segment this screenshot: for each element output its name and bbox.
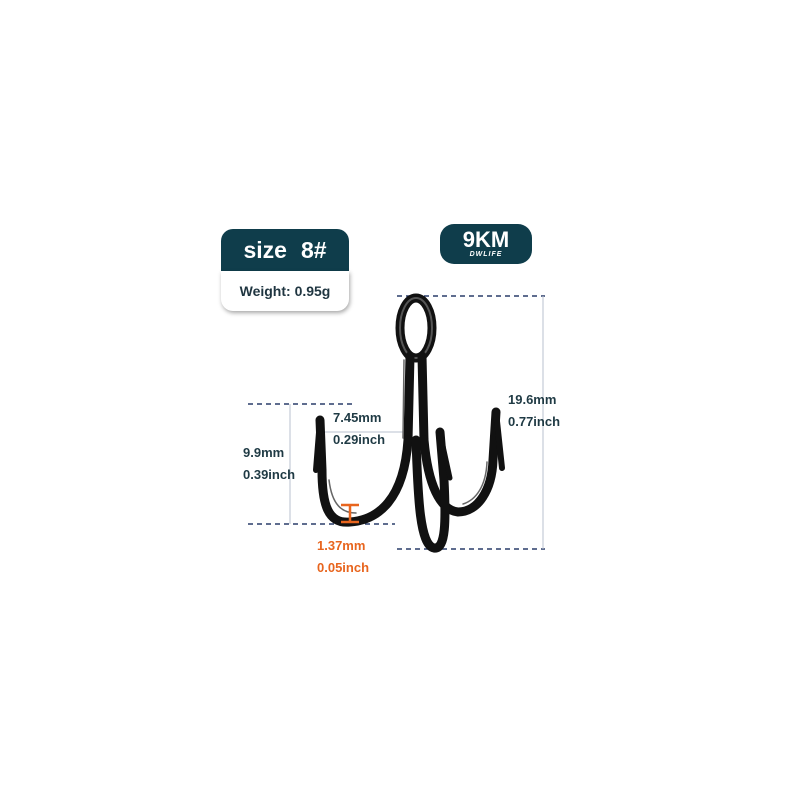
length-mm: 19.6mm <box>508 392 557 407</box>
gap-dimension: 7.45mm 0.29inch <box>333 407 385 451</box>
size-label: size <box>243 236 287 263</box>
wire-inch: 0.05inch <box>317 560 370 575</box>
brand-subtitle: DWLIFE <box>469 250 503 258</box>
brand-logo: 9KM DWLIFE <box>440 224 532 264</box>
bend-inch: 0.39inch <box>243 467 296 482</box>
length-dimension: 19.6mm 0.77inch <box>508 389 560 433</box>
weight-label: Weight: 0.95g <box>221 271 349 311</box>
dimension-extent-lines <box>289 296 544 549</box>
hook-shape <box>313 293 505 553</box>
size-badge: size 8# <box>221 229 349 271</box>
wire-mm: 1.37mm <box>317 538 366 553</box>
bend-dimension: 9.9mm 0.39inch <box>243 442 295 486</box>
dimension-guides <box>248 295 545 550</box>
gap-inch: 0.29inch <box>333 432 386 447</box>
size-value: 8# <box>300 236 327 263</box>
wire-thickness-marker <box>341 503 359 524</box>
bend-mm: 9.9mm <box>243 445 285 460</box>
length-inch: 0.77inch <box>508 414 561 429</box>
gap-mm: 7.45mm <box>333 410 382 425</box>
wire-dimension: 1.37mm 0.05inch <box>317 535 369 579</box>
brand-name: 9KM <box>462 226 510 252</box>
